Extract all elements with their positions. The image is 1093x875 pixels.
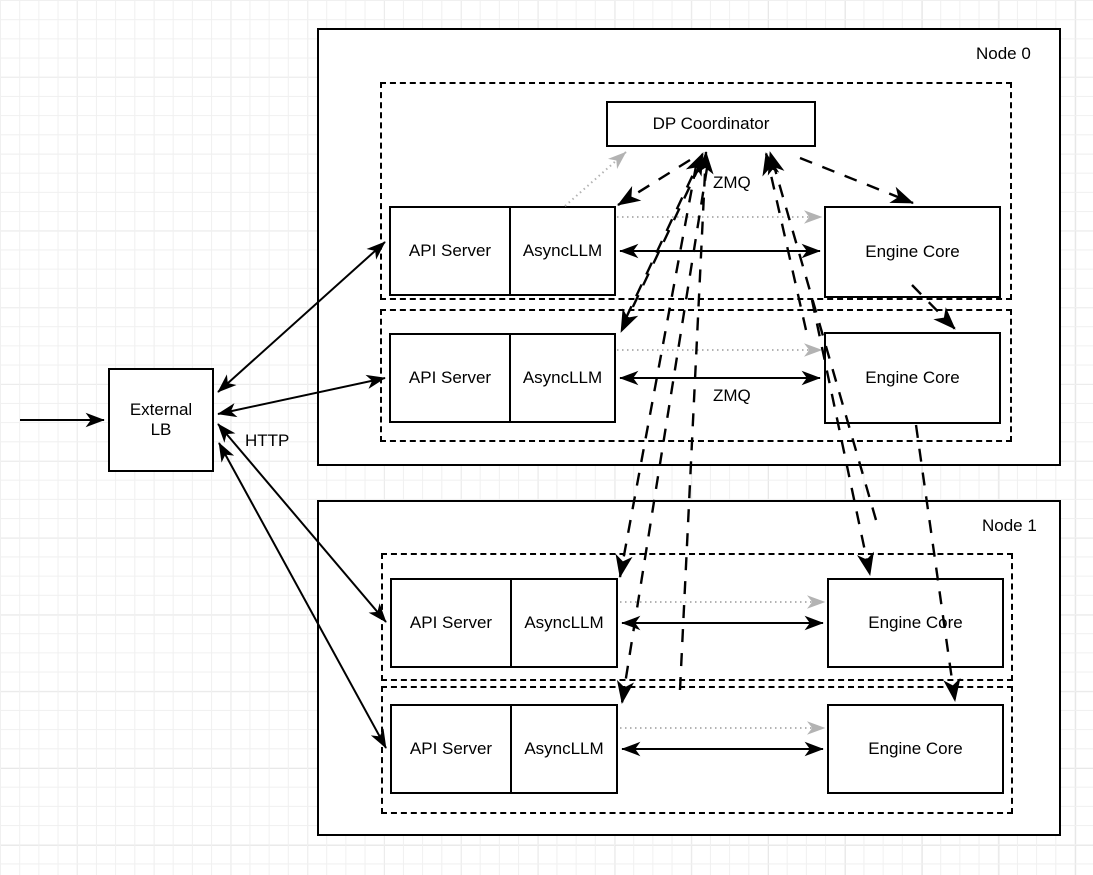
api-server-label-0: API Server: [391, 208, 511, 294]
external-lb-box[interactable]: External LB: [108, 368, 214, 472]
api-server-label-3: API Server: [392, 706, 512, 792]
node-0-api-server-1[interactable]: API Server AsyncLLM: [389, 333, 616, 423]
external-lb-line1: External: [129, 400, 193, 419]
engine-core-label-1: Engine Core: [865, 368, 960, 387]
node-0-api-server-0[interactable]: API Server AsyncLLM: [389, 206, 616, 296]
dp-coordinator-box[interactable]: DP Coordinator: [606, 101, 816, 147]
async-llm-label-0: AsyncLLM: [522, 241, 603, 260]
async-llm-label-1: AsyncLLM: [522, 368, 603, 387]
engine-core-label-2: Engine Core: [868, 613, 963, 632]
node-0-engine-core-0[interactable]: Engine Core: [824, 206, 1001, 298]
node-1-api-server-0[interactable]: API Server AsyncLLM: [390, 578, 618, 668]
zmq-label-1: ZMQ: [713, 386, 751, 405]
node-1-label: Node 1: [982, 516, 1037, 535]
async-llm-label-2: AsyncLLM: [524, 613, 604, 632]
external-lb-line2: LB: [150, 420, 172, 439]
zmq-label-0: ZMQ: [713, 173, 751, 192]
node-1-api-server-1[interactable]: API Server AsyncLLM: [390, 704, 618, 794]
node-1-engine-core-1[interactable]: Engine Core: [827, 704, 1004, 794]
node-1-engine-core-0[interactable]: Engine Core: [827, 578, 1004, 668]
http-label: HTTP: [245, 431, 290, 450]
engine-core-label-3: Engine Core: [868, 739, 963, 758]
node-0-engine-core-1[interactable]: Engine Core: [824, 332, 1001, 424]
async-llm-label-3: AsyncLLM: [524, 739, 604, 758]
engine-core-label-0: Engine Core: [865, 242, 960, 261]
node-0-label: Node 0: [976, 44, 1031, 63]
api-server-label-2: API Server: [392, 580, 512, 666]
dp-coordinator-label: DP Coordinator: [652, 114, 770, 133]
api-server-label-1: API Server: [391, 335, 511, 421]
